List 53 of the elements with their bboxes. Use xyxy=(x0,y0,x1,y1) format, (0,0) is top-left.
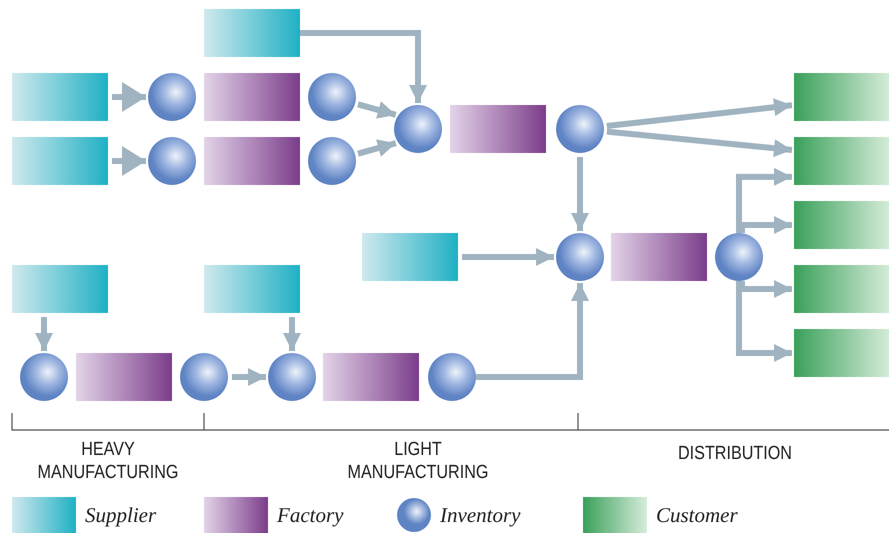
inventory-sphere xyxy=(556,233,604,281)
customer-box xyxy=(794,73,889,121)
arrow xyxy=(357,101,397,119)
arrow xyxy=(736,168,792,233)
inventory-sphere xyxy=(394,105,442,153)
inventory-sphere xyxy=(20,353,68,401)
customer-box xyxy=(794,329,889,377)
section-label: LIGHT MANUFACTURING xyxy=(346,438,490,484)
legend-label: Supplier xyxy=(85,503,156,528)
inventory-sphere xyxy=(148,73,196,121)
arrow xyxy=(606,98,792,129)
arrow xyxy=(476,283,589,380)
inventory-sphere xyxy=(715,233,763,281)
section-label: HEAVY MANUFACTURING xyxy=(36,438,180,484)
customer-box xyxy=(794,265,889,313)
factory-box xyxy=(204,73,300,121)
customer-box xyxy=(794,137,889,185)
arrow xyxy=(462,248,554,266)
inventory-sphere xyxy=(180,353,228,401)
inventory-sphere xyxy=(308,73,356,121)
inventory-sphere xyxy=(148,137,196,185)
arrow xyxy=(112,82,146,112)
legend-label: Factory xyxy=(277,503,344,528)
arrow xyxy=(739,216,792,234)
supplier-box xyxy=(12,137,108,185)
arrow xyxy=(739,280,792,298)
inventory-sphere xyxy=(428,353,476,401)
arrow xyxy=(571,157,589,231)
factory-box xyxy=(450,105,546,153)
inventory-sphere xyxy=(268,353,316,401)
factory-box xyxy=(323,353,419,401)
arrow xyxy=(357,139,397,157)
supplier-box xyxy=(12,265,108,313)
section-label: DISTRIBUTION xyxy=(677,442,793,465)
supplier-box xyxy=(204,265,300,313)
factory-box xyxy=(204,137,300,185)
arrow xyxy=(606,128,792,158)
legend-label: Customer xyxy=(656,503,738,528)
arrow xyxy=(736,281,792,362)
legend-label: Inventory xyxy=(440,503,520,528)
arrow xyxy=(35,317,53,351)
customer-box xyxy=(794,201,889,249)
factory-box xyxy=(76,353,172,401)
arrow xyxy=(232,368,266,386)
arrow xyxy=(283,317,301,351)
inventory-sphere xyxy=(308,137,356,185)
arrow xyxy=(112,146,146,176)
factory-box xyxy=(611,233,707,281)
inventory-sphere xyxy=(556,105,604,153)
supplier-box xyxy=(204,9,300,57)
supplier-box xyxy=(12,73,108,121)
supplier-box xyxy=(362,233,458,281)
arrow xyxy=(300,30,427,103)
